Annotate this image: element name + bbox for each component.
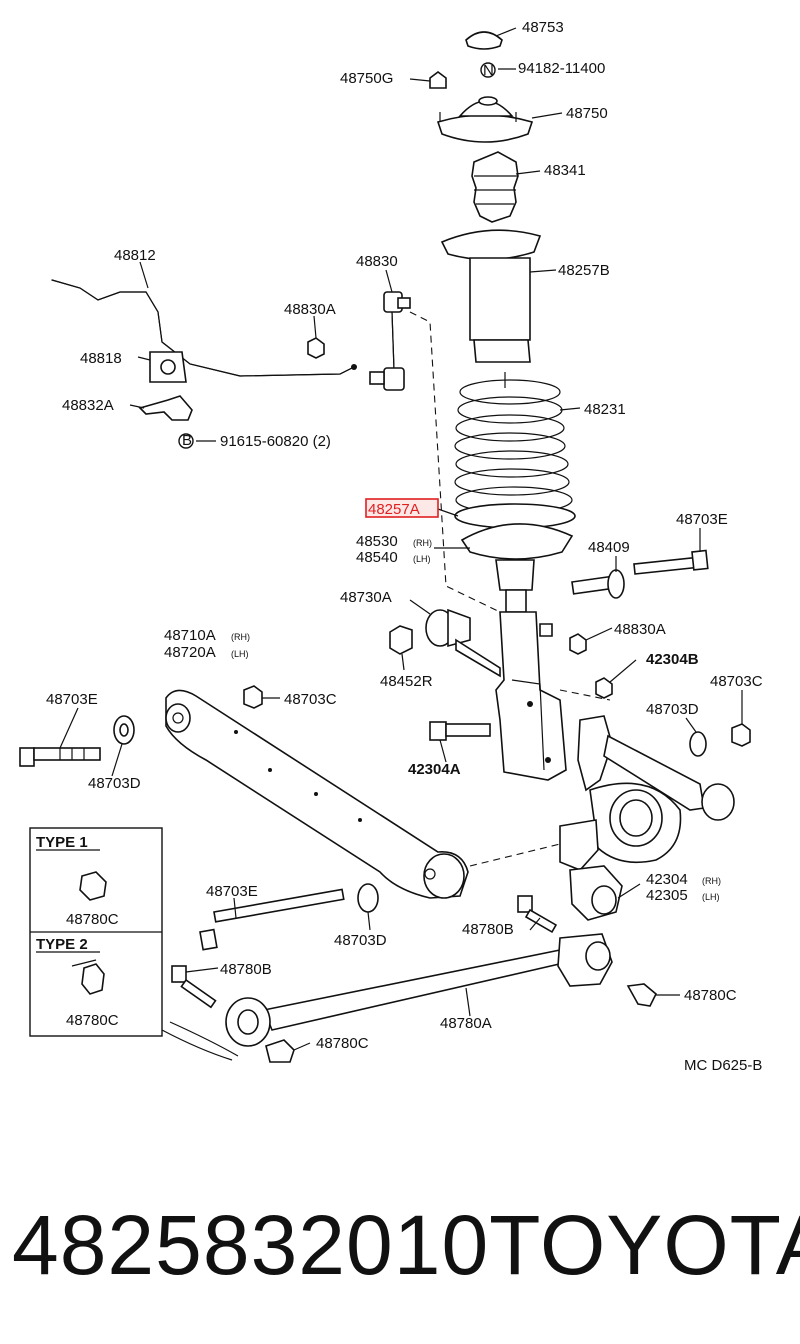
upper-mount-48750[interactable] bbox=[436, 96, 534, 143]
washer-48703d-left[interactable] bbox=[113, 715, 135, 745]
label-48830a-mid: 48830A bbox=[614, 621, 666, 638]
bolt-48409[interactable] bbox=[571, 569, 625, 599]
nut-42304b[interactable] bbox=[595, 677, 613, 699]
label-48257b: 48257B bbox=[558, 262, 610, 279]
bushing-48452r[interactable] bbox=[389, 625, 413, 655]
label-48753: 48753 bbox=[522, 19, 564, 36]
type1-part-label: 48780C bbox=[66, 911, 119, 928]
strut-bracket[interactable] bbox=[495, 611, 567, 781]
dust-boot[interactable] bbox=[469, 257, 531, 363]
label-48341: 48341 bbox=[544, 162, 586, 179]
label-48703c-right: 48703C bbox=[710, 673, 763, 690]
label-48730a: 48730A bbox=[340, 589, 392, 606]
label-42304: 42304 bbox=[646, 871, 688, 888]
bolt-48780b-mid[interactable] bbox=[517, 895, 558, 934]
label-48540-side: (LH) bbox=[413, 554, 431, 564]
stabilizer-link-48830[interactable] bbox=[369, 291, 411, 391]
nut-48780c-right[interactable] bbox=[626, 983, 657, 1007]
bolt-48780b-left[interactable] bbox=[171, 965, 217, 1009]
nut-48780c-bottom[interactable] bbox=[265, 1039, 295, 1063]
label-48409: 48409 bbox=[588, 539, 630, 556]
bushing-48730a[interactable] bbox=[425, 608, 501, 678]
label-48720a: 48720A bbox=[164, 644, 216, 661]
shock-absorber-48530[interactable] bbox=[460, 523, 574, 613]
label-42304-side: (RH) bbox=[702, 876, 721, 886]
coil-spring-48231[interactable] bbox=[454, 372, 573, 514]
label-48703d-bottom: 48703D bbox=[334, 932, 387, 949]
footer: 4825832010 TOYOTA bbox=[12, 1195, 800, 1295]
upper-arm-right[interactable] bbox=[603, 734, 735, 821]
bolt-48703e-left[interactable] bbox=[19, 747, 101, 767]
label-48710a-side: (RH) bbox=[231, 632, 250, 642]
type-box bbox=[29, 827, 163, 1037]
diagram-code: MC D625-B bbox=[684, 1057, 762, 1074]
label-42304a: 42304A bbox=[408, 761, 461, 778]
label-91615-60820: 91615-60820 (2) bbox=[220, 433, 331, 450]
label-48780c-right: 48780C bbox=[684, 987, 737, 1004]
nut-48830a-mid[interactable] bbox=[569, 633, 587, 655]
highlight-48257a bbox=[365, 498, 439, 518]
label-48750: 48750 bbox=[566, 105, 608, 122]
label-48832a: 48832A bbox=[62, 397, 114, 414]
nut-48830a-top[interactable] bbox=[307, 337, 325, 359]
nut-badge-n bbox=[480, 62, 496, 78]
bolt-badge-b bbox=[178, 433, 194, 449]
strut-rod-48780a[interactable] bbox=[225, 933, 613, 1047]
type2-part-label: 48780C bbox=[66, 1012, 119, 1029]
label-48231: 48231 bbox=[584, 401, 626, 418]
nut-48703c-mid[interactable] bbox=[243, 685, 263, 709]
stabilizer-bushing-48818[interactable] bbox=[149, 351, 187, 383]
suspension-exploded-diagram: 48753 N 94182-11400 48750G 48750 48341 4… bbox=[19, 19, 763, 1074]
label-48720a-side: (LH) bbox=[231, 649, 249, 659]
bolt-48703e-bottom[interactable] bbox=[199, 888, 345, 951]
dust-cap-48753[interactable] bbox=[465, 31, 503, 50]
label-48710a: 48710A bbox=[164, 627, 216, 644]
label-48812: 48812 bbox=[114, 247, 156, 264]
label-48452r: 48452R bbox=[380, 673, 433, 690]
label-48540: 48540 bbox=[356, 549, 398, 566]
label-48780a: 48780A bbox=[440, 1015, 492, 1032]
label-48703d-right: 48703D bbox=[646, 701, 699, 718]
brand-name: TOYOTA bbox=[489, 1197, 800, 1292]
bolt-48703e-right[interactable] bbox=[633, 549, 709, 575]
label-48750g: 48750G bbox=[340, 70, 393, 87]
label-48830: 48830 bbox=[356, 253, 398, 270]
label-48703e-bottom: 48703E bbox=[206, 883, 258, 900]
leader-lines bbox=[59, 27, 743, 1051]
rear-axle-carrier-42304[interactable] bbox=[559, 715, 682, 921]
label-48703d-left: 48703D bbox=[88, 775, 141, 792]
label-48703e-right: 48703E bbox=[676, 511, 728, 528]
label-94182-11400: 94182-11400 bbox=[518, 60, 605, 77]
nut-48750g[interactable] bbox=[429, 71, 447, 89]
label-42305: 42305 bbox=[646, 887, 688, 904]
spring-upper-seat-48257b[interactable] bbox=[440, 229, 542, 261]
type2-label: TYPE 2 bbox=[36, 936, 88, 953]
label-48818: 48818 bbox=[80, 350, 122, 367]
nut-48703c-right[interactable] bbox=[731, 723, 751, 747]
label-42305-side: (LH) bbox=[702, 892, 720, 902]
part-number: 4825832010 bbox=[12, 1197, 490, 1292]
washer-48703d-right[interactable] bbox=[689, 731, 707, 757]
label-42304b: 42304B bbox=[646, 651, 699, 668]
type1-label: TYPE 1 bbox=[36, 834, 88, 851]
lower-arm-48710a[interactable] bbox=[165, 689, 469, 899]
label-48780b-left: 48780B bbox=[220, 961, 272, 978]
label-48830a-top: 48830A bbox=[284, 301, 336, 318]
bolt-42304a[interactable] bbox=[429, 721, 491, 741]
label-48530-side: (RH) bbox=[413, 538, 432, 548]
label-48703c-mid: 48703C bbox=[284, 691, 337, 708]
label-48257a[interactable]: 48257A bbox=[368, 501, 420, 518]
bump-stopper-48341[interactable] bbox=[471, 151, 519, 223]
label-48530: 48530 bbox=[356, 533, 398, 550]
stabilizer-bar-48812[interactable] bbox=[51, 279, 357, 377]
washer-48703d-bottom[interactable] bbox=[357, 883, 379, 913]
badge-b: B bbox=[182, 432, 192, 449]
label-48780c-bottom: 48780C bbox=[316, 1035, 369, 1052]
label-48780b-mid: 48780B bbox=[462, 921, 514, 938]
bushing-bracket-48832a[interactable] bbox=[138, 395, 193, 421]
label-48703e-left: 48703E bbox=[46, 691, 98, 708]
badge-n: N bbox=[483, 62, 494, 79]
